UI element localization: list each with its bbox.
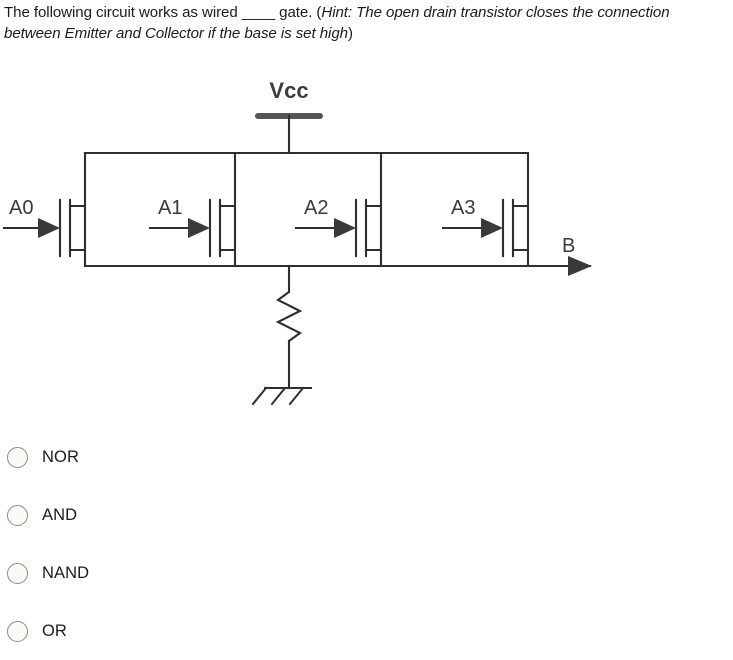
radio-button-and[interactable] (7, 504, 28, 526)
question-hint-label: Hint: (321, 4, 353, 21)
vcc-label: Vcc (269, 78, 308, 103)
option-label-nor: NOR (42, 447, 79, 466)
option-row-nor[interactable]: NOR (0, 428, 733, 486)
output-label-b: B (562, 235, 575, 257)
input-label-a1: A1 (158, 197, 182, 219)
output-arrowhead (568, 256, 592, 276)
option-label-or: OR (42, 621, 67, 640)
question-hint-body: The open drain transistor closes the con… (4, 4, 670, 42)
pulldown-resistor (275, 291, 303, 342)
question-hint-close-paren: ) (347, 25, 353, 42)
ground-hatch-1 (251, 386, 268, 406)
ground-symbol (251, 386, 312, 406)
input-label-a3: A3 (451, 197, 475, 219)
input-label-a0: A0 (9, 197, 33, 219)
ground-hatch-2 (270, 386, 287, 406)
radio-button-nor[interactable] (7, 446, 28, 468)
ground-hatch-3 (288, 386, 305, 406)
option-row-or[interactable]: OR (0, 602, 733, 660)
radio-button-or[interactable] (7, 620, 28, 642)
input-label-a2: A2 (304, 197, 328, 219)
a1-input-arrowhead (188, 218, 210, 238)
question-prompt: The following circuit works as wired ___… (4, 2, 730, 44)
a0-input-arrowhead (38, 218, 60, 238)
option-label-nand: NAND (42, 563, 90, 582)
radio-button-nand[interactable] (7, 562, 28, 584)
circuit-diagram: Vcc A0 A1 A2 A3 B (0, 60, 733, 420)
a3-input-arrowhead (481, 218, 503, 238)
option-row-nand[interactable]: NAND (0, 544, 733, 602)
option-row-and[interactable]: AND (0, 486, 733, 544)
question-text-main: The following circuit works as wired ___… (4, 4, 322, 21)
a2-input-arrowhead (334, 218, 356, 238)
option-label-and: AND (42, 505, 78, 524)
answer-options-list: NOR AND NAND OR (0, 428, 733, 660)
